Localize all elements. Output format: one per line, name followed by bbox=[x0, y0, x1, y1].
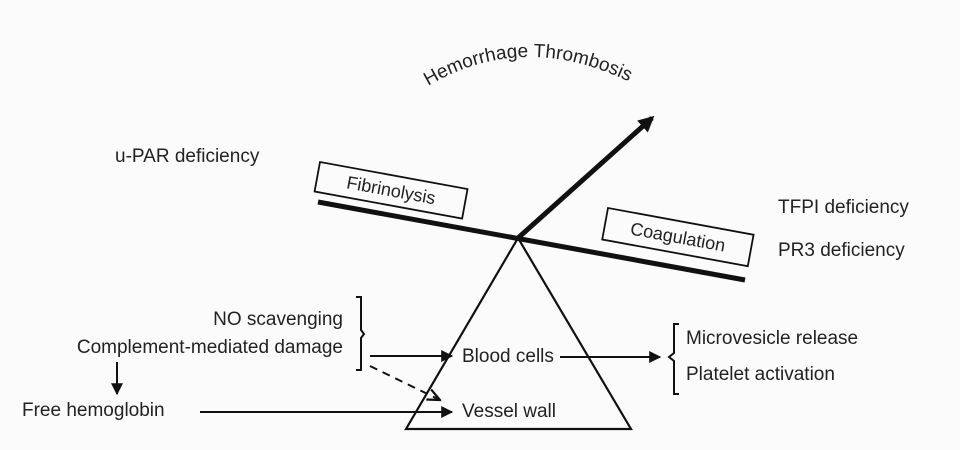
input-free-hemoglobin: Free hemoglobin bbox=[22, 400, 165, 421]
coagulation-label: Coagulation bbox=[629, 219, 727, 256]
fibrinolysis-label: Fibrinolysis bbox=[345, 172, 437, 208]
effect-platelet-activation: Platelet activation bbox=[686, 364, 835, 385]
fulcrum-vessel-wall: Vessel wall bbox=[462, 401, 556, 422]
balance-beam bbox=[317, 199, 746, 283]
right-factor-tfpi: TFPI deficiency bbox=[778, 197, 909, 218]
effects-bracket bbox=[667, 323, 679, 395]
fulcrum-blood-cells: Blood cells bbox=[462, 346, 554, 367]
left-factor-upar: u-PAR deficiency bbox=[115, 146, 260, 167]
inputs-to-vessel-wall-dashed-arrow bbox=[369, 365, 440, 400]
outcome-arrow bbox=[516, 115, 655, 240]
input-complement-damage: Complement-mediated damage bbox=[77, 337, 343, 358]
fibrinolysis-box: Fibrinolysis bbox=[313, 160, 469, 220]
input-group-bracket bbox=[356, 296, 366, 371]
fulcrum-triangle bbox=[404, 235, 633, 431]
outcome-label: Hemorrhage Thrombosis bbox=[420, 41, 635, 90]
right-factor-pr3: PR3 deficiency bbox=[778, 240, 905, 261]
input-no-scavenging: NO scavenging bbox=[213, 309, 343, 330]
effect-microvesicle-release: Microvesicle release bbox=[686, 328, 858, 349]
